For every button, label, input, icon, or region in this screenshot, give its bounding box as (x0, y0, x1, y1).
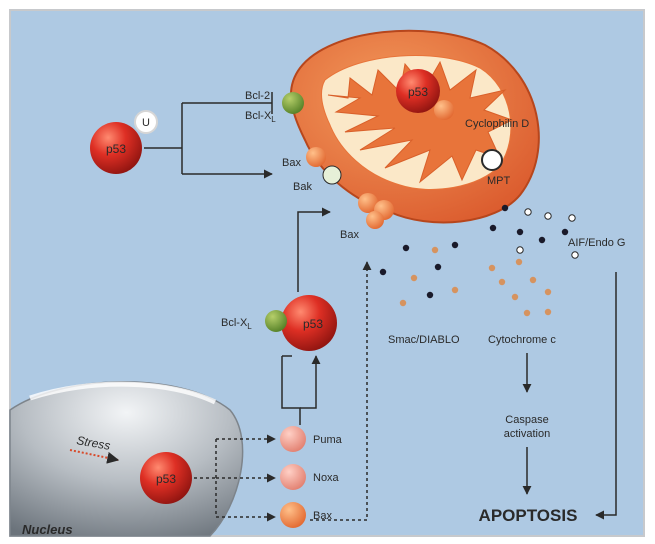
bcl2-label: Bcl-2 (245, 90, 270, 102)
p53-mito-label: p53 (408, 85, 428, 99)
nucleus-shape (10, 382, 243, 536)
puma-node (280, 426, 306, 452)
apoptosis-label: APOPTOSIS (479, 506, 578, 525)
p53-mid-label: p53 (303, 317, 323, 331)
noxa-label: Noxa (313, 472, 340, 484)
u-label: U (142, 117, 150, 129)
bax-gene-node (280, 502, 306, 528)
p53-nucleus-label: p53 (156, 472, 176, 486)
mpt-label: MPT (487, 175, 511, 187)
p53-left-label: p53 (106, 142, 126, 156)
bak-label: Bak (293, 181, 312, 193)
caspase-label-1: Caspase (505, 414, 548, 426)
bclxl-mid-node (265, 310, 287, 332)
aif-endog-label: AIF/Endo G (568, 237, 625, 249)
bak-node (323, 166, 341, 184)
bax-top-label: Bax (282, 157, 301, 169)
cytochrome-c-label: Cytochrome c (488, 334, 556, 346)
smac-diablo-label: Smac/DIABLO (388, 334, 460, 346)
noxa-node (280, 464, 306, 490)
cyclophilin-node (434, 100, 454, 120)
cyclophilin-label: Cyclophilin D (465, 118, 529, 130)
bax-node-c (366, 211, 384, 229)
bax-lower-label: Bax (340, 229, 359, 241)
mpt-node (482, 150, 502, 170)
caspase-label-2: activation (504, 428, 550, 440)
nucleus-label: Nucleus (22, 522, 73, 537)
bcl2-bclxl-node (282, 92, 304, 114)
bax-node-top (306, 147, 326, 167)
puma-label: Puma (313, 434, 343, 446)
